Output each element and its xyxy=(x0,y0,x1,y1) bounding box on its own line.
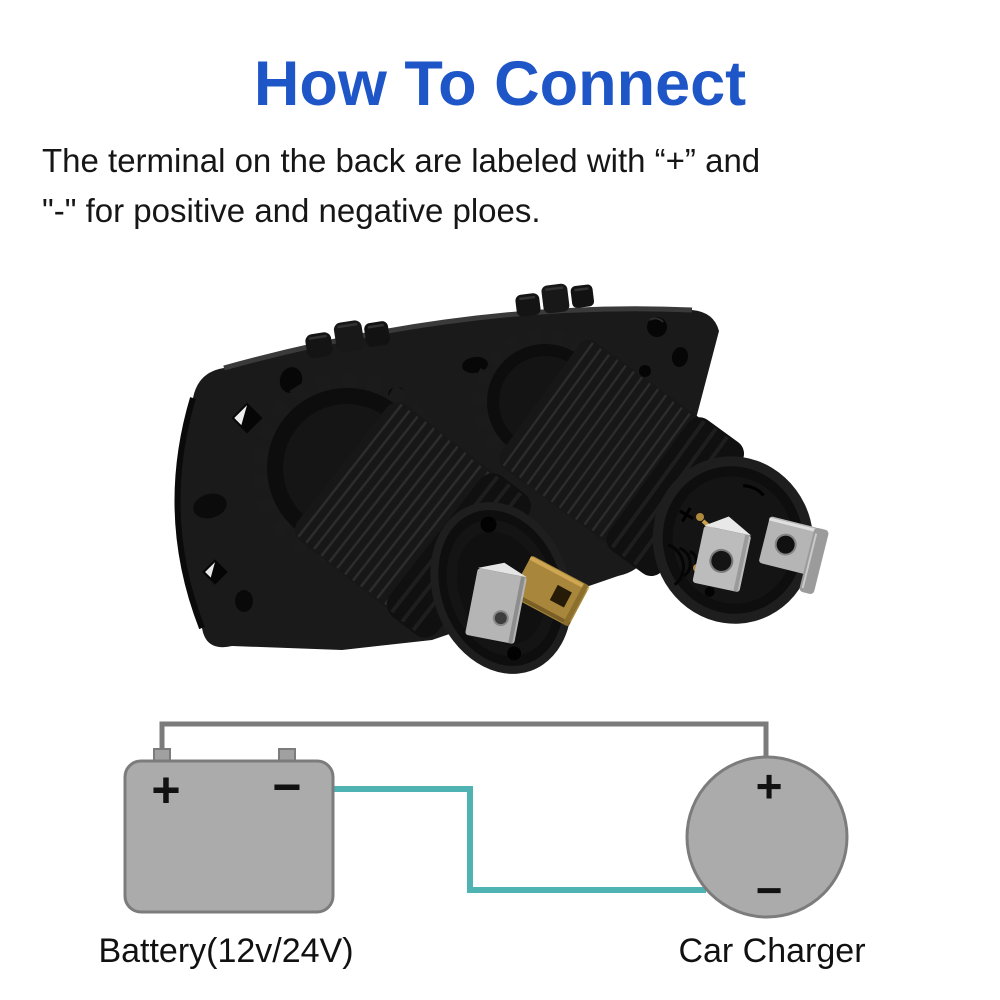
page-title: How To Connect xyxy=(253,49,747,119)
plate-holes xyxy=(193,317,689,612)
negative-wire xyxy=(334,786,706,893)
wiring-diagram: + − + − Battery(12v/24V) Car Charger xyxy=(98,721,866,970)
charger-minus-sign: − xyxy=(756,864,783,916)
right-socket-spade-terminal-2 xyxy=(759,516,829,594)
battery-label: Battery(12v/24V) xyxy=(98,932,353,970)
battery-minus-sign: − xyxy=(272,759,301,815)
left-socket-steel-spade-terminal xyxy=(465,562,528,644)
description-line-1: The terminal on the back are labeled wit… xyxy=(42,142,761,179)
charger-plus-sign: + xyxy=(756,760,783,812)
top-screw-knobs-right xyxy=(515,283,595,317)
left-socket xyxy=(294,402,590,674)
product-photo xyxy=(174,283,829,674)
car-charger-body xyxy=(685,755,849,919)
positive-wire xyxy=(159,721,769,759)
description-line-2: "-" for positive and negative ploes. xyxy=(42,192,541,229)
top-screw-knobs-left xyxy=(305,320,390,359)
battery-body xyxy=(123,759,335,914)
description: The terminal on the back are labeled wit… xyxy=(42,136,962,236)
charger-label: Car Charger xyxy=(678,932,865,970)
battery-plus-sign: + xyxy=(151,762,180,818)
right-socket xyxy=(499,340,829,624)
right-socket-spade-terminal-1 xyxy=(692,516,752,592)
left-socket-brass-spade-terminal xyxy=(510,556,590,627)
battery-positive-terminal xyxy=(153,748,171,762)
brass-dot xyxy=(696,513,704,521)
